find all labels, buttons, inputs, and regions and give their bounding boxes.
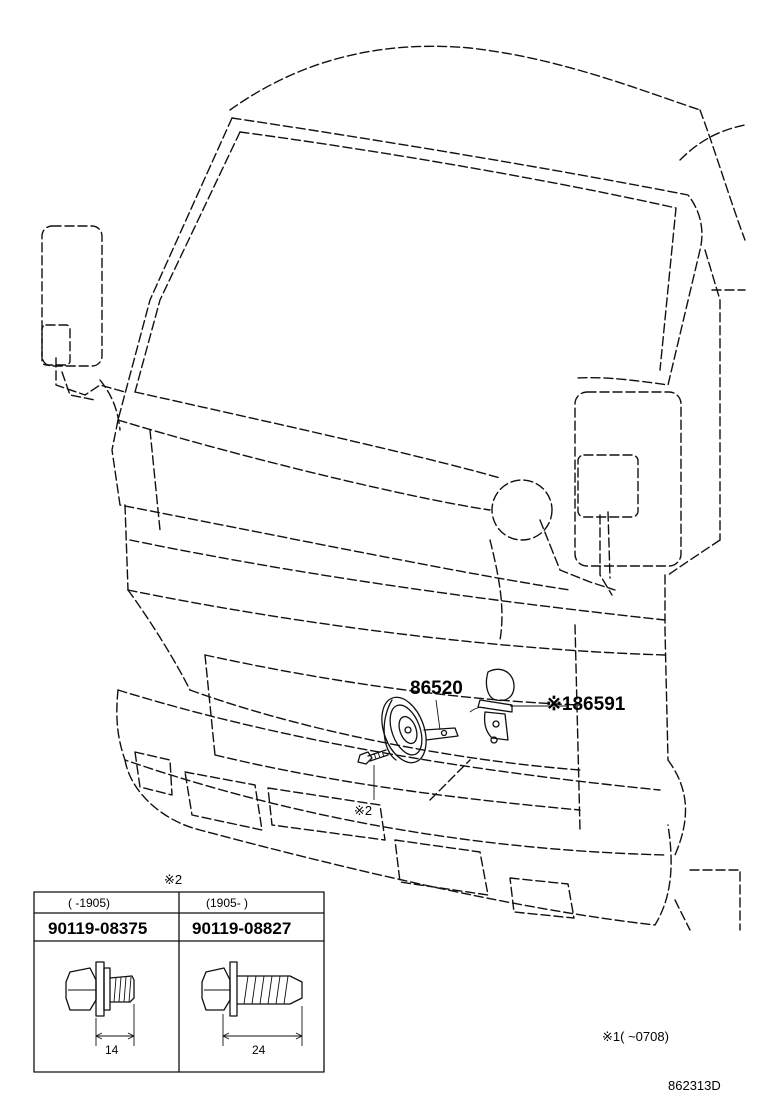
table-range-col2: (1905- ) — [206, 896, 248, 910]
long-bolt-drawing — [201, 961, 303, 1046]
leader-lines — [373, 699, 566, 800]
right-mirror — [549, 391, 682, 596]
horn-assembly — [381, 696, 459, 764]
table-length-col2: 24 — [252, 1043, 266, 1057]
bolt-reference-table: ※2 ( -1905) (1905- ) 90119-08375 90119-0… — [33, 872, 325, 1073]
callout-horn-86520: 86520 — [410, 678, 463, 699]
table-partno-col1: 90119-08375 — [48, 919, 147, 938]
diagram-code: 862313D — [668, 1078, 721, 1093]
table-range-col1: ( -1905) — [68, 896, 110, 910]
footnote: ※1( ~0708) — [602, 1029, 669, 1044]
round-under-mirror — [491, 479, 553, 546]
table-partno-col2: 90119-08827 — [192, 919, 291, 938]
horn-bracket — [469, 668, 515, 744]
truck-cab-outline — [111, 45, 746, 931]
horn-bolt — [357, 749, 389, 795]
table-ref-label: ※2 — [164, 872, 182, 887]
table-length-col1: 14 — [105, 1043, 119, 1057]
left-mirror — [41, 225, 126, 431]
short-bolt-drawing — [65, 961, 135, 1046]
callout-bolt-ref: ※2 — [354, 803, 372, 818]
callout-bracket-86591: ※186591 — [546, 694, 626, 715]
